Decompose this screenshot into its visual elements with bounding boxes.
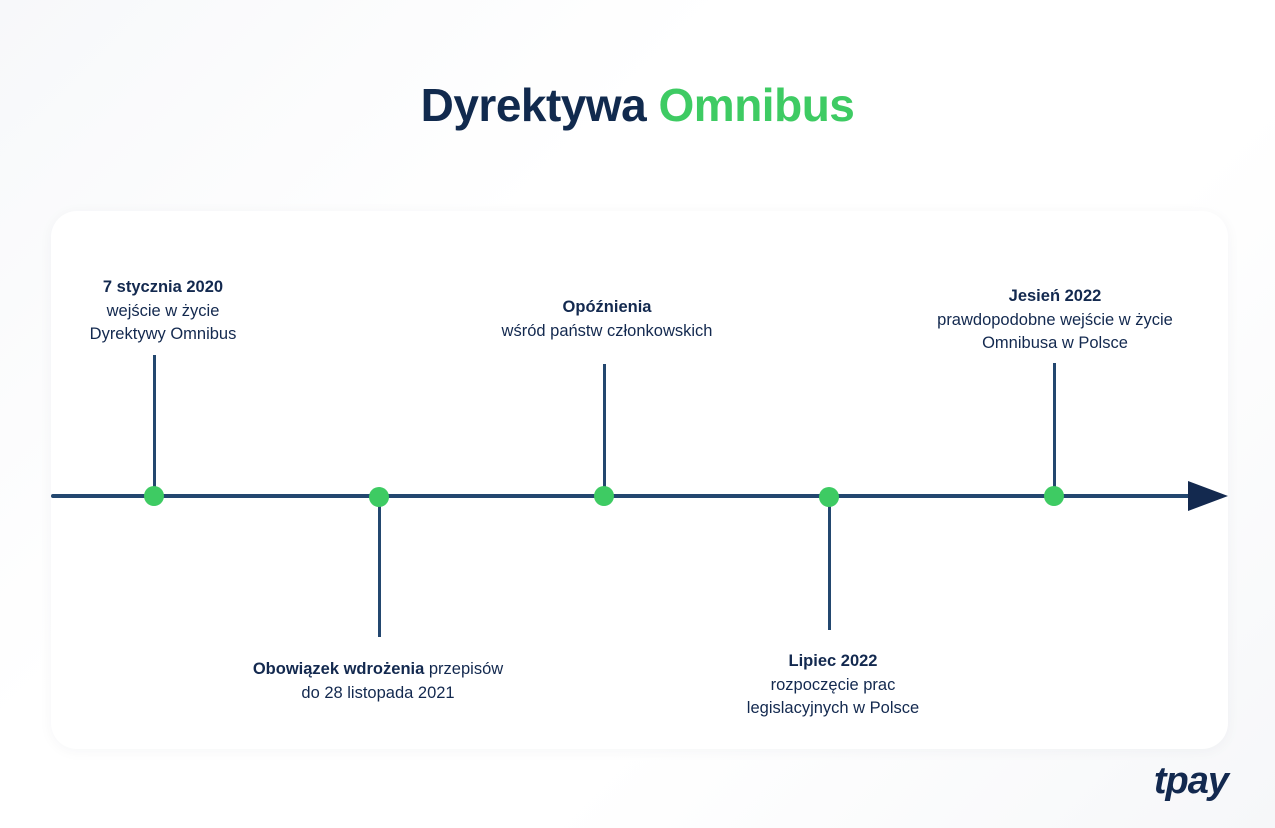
timeline-event-label-3: Opóźnienia wśród państw członkowskich (502, 296, 713, 343)
event-4-line-3: legislacyjnych w Polsce (746, 699, 920, 717)
timeline-event-label-5: Jesień 2022 prawdopodobne wejście w życi… (937, 285, 1173, 356)
event-1-line-1: 7 stycznia 2020 (102, 278, 224, 296)
timeline-card (51, 211, 1228, 749)
title-word-accent: Omnibus (658, 79, 855, 131)
event-2-line-1-bold: Obowiązek wdrożenia (252, 660, 425, 678)
event-5-line-3: Omnibusa w Polsce (982, 334, 1128, 352)
event-3-line-2: wśród państw członkowskich (501, 321, 713, 340)
event-5-line-1: Jesień 2022 (1008, 287, 1102, 305)
event-1-line-2: wejście w życie (106, 301, 220, 320)
timeline-event-label-4: Lipiec 2022 rozpoczęcie prac legislacyjn… (747, 650, 919, 721)
event-2-line-2: do 28 listopada 2021 (301, 683, 455, 702)
title-word-primary: Dyrektywa (420, 79, 647, 131)
event-5-line-2: prawdopodobne wejście w życie (937, 310, 1173, 329)
event-1-line-3: Dyrektywy Omnibus (89, 325, 237, 343)
timeline-event-label-1: 7 stycznia 2020 wejście w życie Dyrektyw… (90, 276, 237, 347)
event-3-line-1: Opóźnienia (562, 298, 652, 316)
timeline-event-label-2: Obowiązek wdrożenia przepisów do 28 list… (253, 658, 503, 705)
page-title: Dyrektywa Omnibus (0, 78, 1275, 132)
event-4-line-1: Lipiec 2022 (788, 652, 878, 670)
tpay-logo: tpay (1153, 760, 1229, 802)
event-4-line-2: rozpoczęcie prac (770, 675, 896, 694)
event-2-line-1: Obowiązek wdrożenia przepisów (253, 658, 503, 682)
event-2-line-1-rest: przepisów (424, 660, 504, 678)
